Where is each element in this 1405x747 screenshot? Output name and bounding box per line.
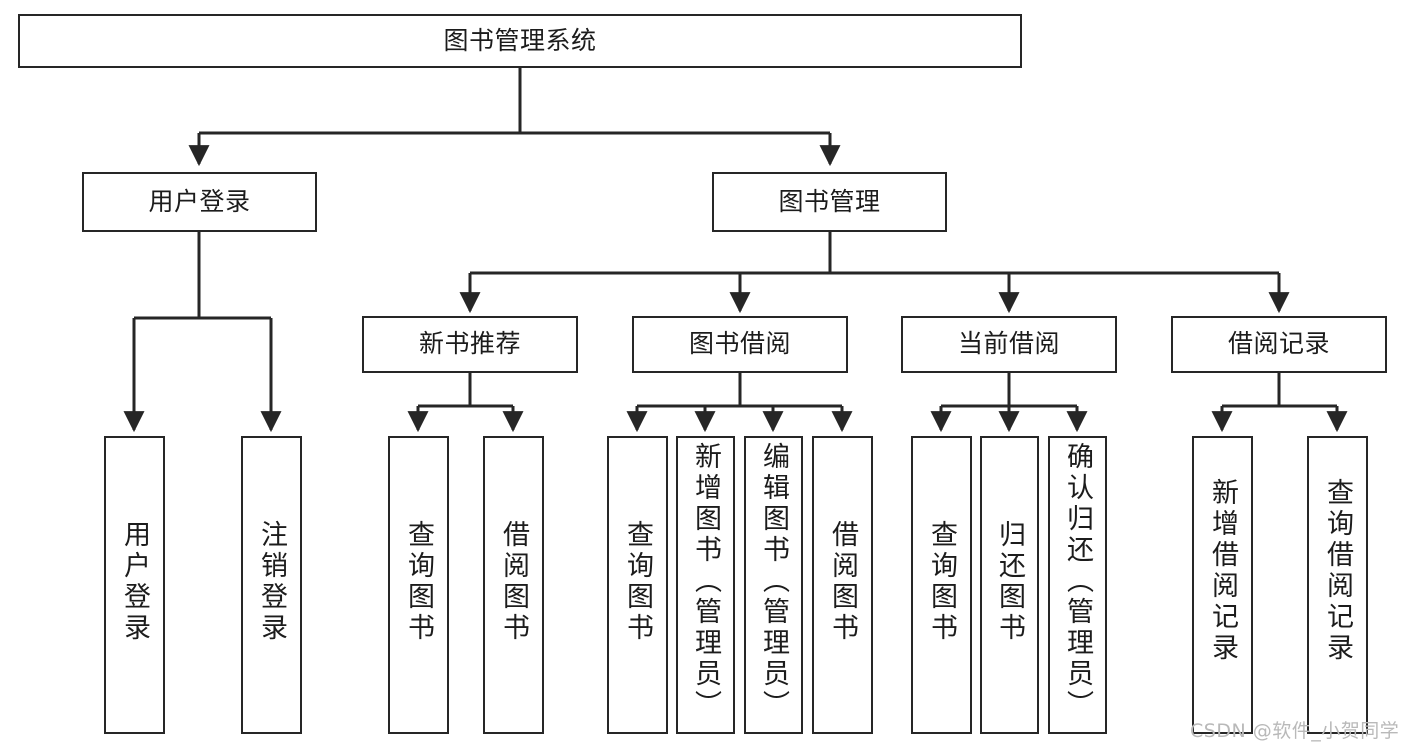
node-label: 查询图书 — [622, 520, 653, 644]
csdn-watermark: CSDN @软件_小贺同学 — [1190, 720, 1400, 742]
node-leaf-return-book[interactable]: 归还图书 — [980, 436, 1039, 734]
node-leaf-add-borrow-record[interactable]: 新增借阅记录 — [1192, 436, 1253, 734]
node-new-book-recommend[interactable]: 新书推荐 — [362, 316, 578, 373]
node-label: 新增图书（管理员） — [690, 442, 721, 721]
node-label: 图书借阅 — [688, 329, 791, 359]
node-label: 当前借阅 — [957, 329, 1060, 359]
node-leaf-edit-book[interactable]: 编辑图书（管理员） — [744, 436, 803, 734]
node-leaf-query-book-new[interactable]: 查询图书 — [388, 436, 449, 734]
node-leaf-user-login[interactable]: 用户登录 — [104, 436, 165, 734]
node-leaf-query-book-current[interactable]: 查询图书 — [911, 436, 972, 734]
node-book-borrow[interactable]: 图书借阅 — [632, 316, 848, 373]
node-label: 用户登录 — [119, 520, 150, 644]
node-leaf-query-book-borrow[interactable]: 查询图书 — [607, 436, 668, 734]
node-leaf-add-book[interactable]: 新增图书（管理员） — [676, 436, 735, 734]
node-label: 用户登录 — [148, 186, 251, 216]
node-label: 图书管理系统 — [443, 25, 597, 55]
node-label: 查询图书 — [926, 520, 957, 644]
node-label: 新增借阅记录 — [1207, 478, 1238, 664]
node-label: 查询借阅记录 — [1322, 478, 1353, 664]
node-label: 借阅图书 — [827, 520, 858, 644]
node-leaf-borrow-book-borrow[interactable]: 借阅图书 — [812, 436, 873, 734]
node-label: 归还图书 — [994, 520, 1025, 644]
node-label: 借阅图书 — [498, 520, 529, 644]
node-leaf-logout-login[interactable]: 注销登录 — [241, 436, 302, 734]
node-leaf-confirm-return[interactable]: 确认归还（管理员） — [1048, 436, 1107, 734]
node-current-borrow[interactable]: 当前借阅 — [901, 316, 1117, 373]
node-label: 确认归还（管理员） — [1062, 442, 1093, 721]
node-borrow-record[interactable]: 借阅记录 — [1171, 316, 1387, 373]
node-leaf-borrow-book-new[interactable]: 借阅图书 — [483, 436, 544, 734]
node-label: 编辑图书（管理员） — [758, 442, 789, 721]
node-book-management-system[interactable]: 图书管理系统 — [18, 14, 1022, 68]
node-label: 借阅记录 — [1227, 329, 1330, 359]
node-leaf-query-borrow-record[interactable]: 查询借阅记录 — [1307, 436, 1368, 734]
node-user-login[interactable]: 用户登录 — [82, 172, 317, 232]
node-book-manage[interactable]: 图书管理 — [712, 172, 947, 232]
node-label: 注销登录 — [256, 520, 287, 644]
node-label: 图书管理 — [778, 186, 881, 216]
node-label: 查询图书 — [403, 520, 434, 644]
node-label: 新书推荐 — [418, 329, 521, 359]
